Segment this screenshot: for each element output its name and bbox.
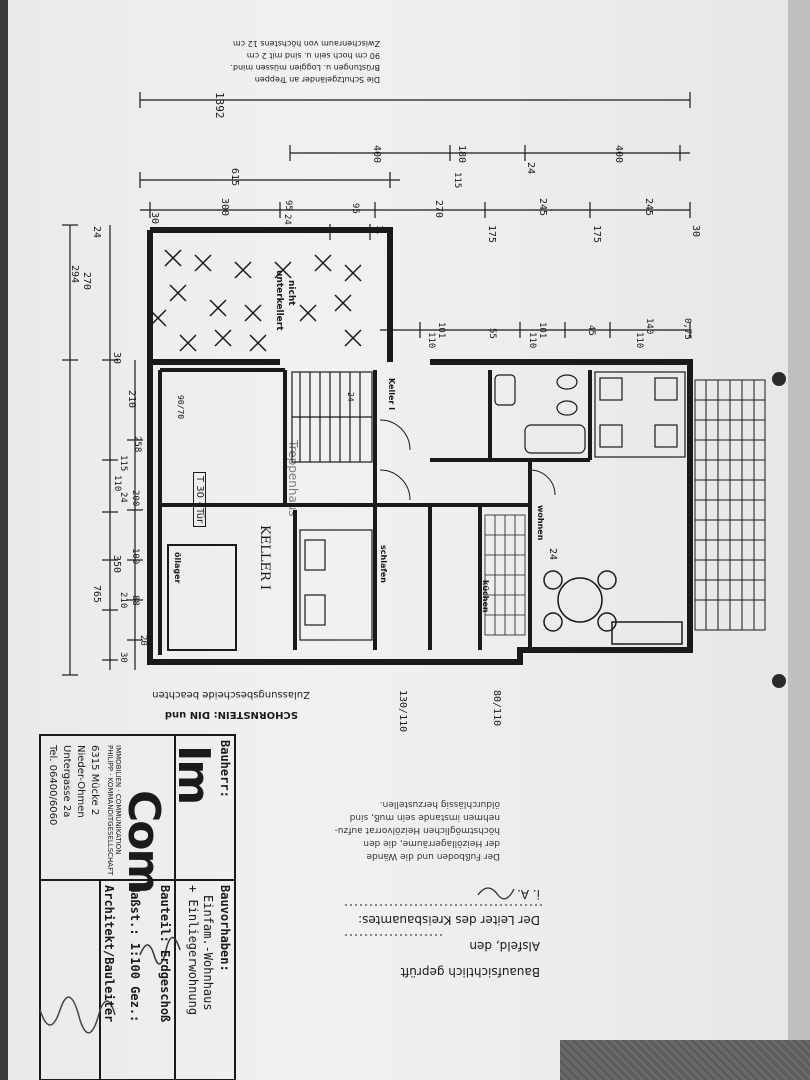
bed xyxy=(299,529,373,641)
massstab: Maßst.: 1:100 Gez.: xyxy=(128,885,142,1023)
bauvorhaben-label: Bauvorhaben: xyxy=(218,885,232,972)
company-address: 6315 Mücke 2 xyxy=(89,745,100,816)
company-line: IMMOBILIEN · COMMUNIKATION xyxy=(114,745,122,855)
bauherr-label: Bauherr: xyxy=(218,740,232,798)
company-line: PHILIPP · KOMMANDITGESELLSCHAFT xyxy=(106,745,114,876)
interior-walls xyxy=(158,368,592,655)
bauvorhaben-line: + Einliegerwohnung xyxy=(186,885,200,1016)
terrace-grid xyxy=(694,379,766,631)
company-phone: Tel. 06400/6060 xyxy=(47,745,58,826)
company-address: Nieder-Ohmen xyxy=(75,745,86,818)
kitchen-tile-grid xyxy=(484,514,526,636)
paper-stack-edge xyxy=(788,0,810,1080)
bathroom-fixtures xyxy=(494,374,586,454)
company-logo-top: Im xyxy=(168,745,219,804)
dining-table xyxy=(543,570,683,645)
punch-hole-top xyxy=(772,372,786,386)
unexcavated-hatching xyxy=(149,249,362,352)
signature-2 xyxy=(39,996,116,1034)
bauvorhaben-line: Einfam.-Wohnhaus xyxy=(201,895,215,1011)
title-block-frame xyxy=(39,734,236,1080)
door-swings xyxy=(379,419,556,501)
signature-3 xyxy=(477,887,515,900)
dimension-lines-left xyxy=(62,224,143,676)
approval-lines xyxy=(345,904,545,936)
oil-tank xyxy=(167,544,237,651)
punch-hole-bottom xyxy=(772,674,786,688)
architekt: Architekt/Bauleiter xyxy=(102,885,116,1023)
company-address: Untergasse 2a xyxy=(61,745,72,818)
dimension-lines-right xyxy=(139,92,691,338)
window-block xyxy=(594,371,686,458)
table-cloth xyxy=(560,1040,810,1080)
exterior-walls xyxy=(147,227,693,665)
company-logo-bottom: Com xyxy=(118,790,169,893)
signature-1 xyxy=(139,936,181,965)
staircase xyxy=(291,371,373,463)
bauteil: Bauteil: Erdgeschoß xyxy=(158,885,172,1023)
